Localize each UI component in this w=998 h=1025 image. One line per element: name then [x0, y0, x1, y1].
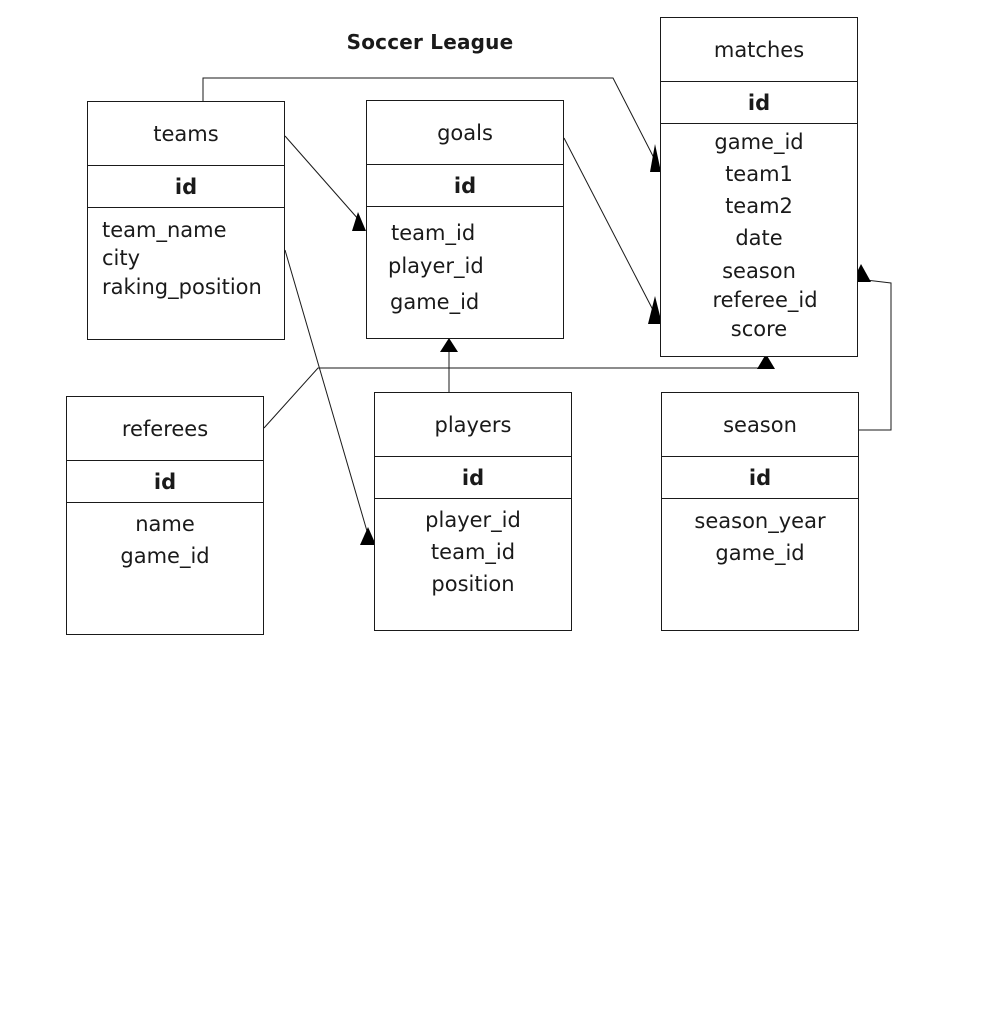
field: season [722, 259, 796, 283]
field: referee_id [712, 288, 818, 312]
diagram-title: Soccer League [346, 30, 514, 54]
field-list: name game_id [67, 503, 263, 572]
entity-goals: goals id team_id player_id game_id [366, 100, 564, 339]
field: player_id [388, 254, 484, 278]
arrowhead-players-goals [440, 338, 458, 352]
entity-name: season [662, 393, 858, 457]
entity-matches: matches id game_id team1 team2 date seas… [660, 17, 858, 357]
field: team_id [391, 221, 476, 245]
field: name [135, 512, 195, 536]
field-list: season_year game_id [662, 499, 858, 569]
field: team_name [102, 218, 227, 242]
entity-referees: referees id name game_id [66, 396, 264, 635]
field: game_id [390, 290, 480, 314]
field: score [730, 317, 788, 341]
entity-name: players [375, 393, 571, 457]
arrowhead-goals-matches [648, 296, 662, 324]
connector-teams-players [284, 249, 370, 539]
field-list: team_name city raking_position [88, 208, 284, 303]
field: player_id [425, 508, 521, 532]
field: team1 [725, 162, 793, 186]
arrowhead-referees-matches [757, 354, 775, 369]
field: game_id [120, 544, 210, 568]
entity-name: teams [88, 102, 284, 166]
field: game_id [714, 130, 804, 154]
field-list: player_id team_id position [375, 499, 571, 600]
field: game_id [715, 541, 805, 565]
entity-name: matches [661, 18, 857, 82]
connector-teams-matches [202, 77, 656, 161]
arrowhead-teams-goals [352, 212, 366, 231]
field: team_id [430, 540, 516, 564]
field: raking_position [102, 275, 262, 299]
entity-name: referees [67, 397, 263, 461]
field: team2 [725, 194, 793, 218]
field: city [102, 246, 141, 270]
connector-referees-matches [263, 367, 766, 429]
arrowhead-teams-matches [650, 144, 661, 172]
field: season_year [694, 509, 826, 533]
primary-key: id [662, 457, 858, 499]
arrowhead-teams-players [360, 527, 376, 545]
primary-key: id [367, 165, 563, 207]
field-list: game_id team1 team2 date season referee_… [661, 124, 857, 345]
field-list: team_id player_id game_id [367, 207, 563, 318]
entity-players: players id player_id team_id position [374, 392, 572, 631]
primary-key: id [661, 82, 857, 124]
field: date [735, 226, 783, 250]
connector-season-matches [858, 279, 892, 431]
primary-key: id [67, 461, 263, 503]
entity-name: goals [367, 101, 563, 165]
entity-season: season id season_year game_id [661, 392, 859, 631]
field: position [431, 572, 515, 596]
entity-teams: teams id team_name city raking_position [87, 101, 285, 340]
connector-teams-goals [284, 135, 360, 221]
primary-key: id [88, 166, 284, 208]
primary-key: id [375, 457, 571, 499]
connector-goals-matches [563, 137, 655, 313]
